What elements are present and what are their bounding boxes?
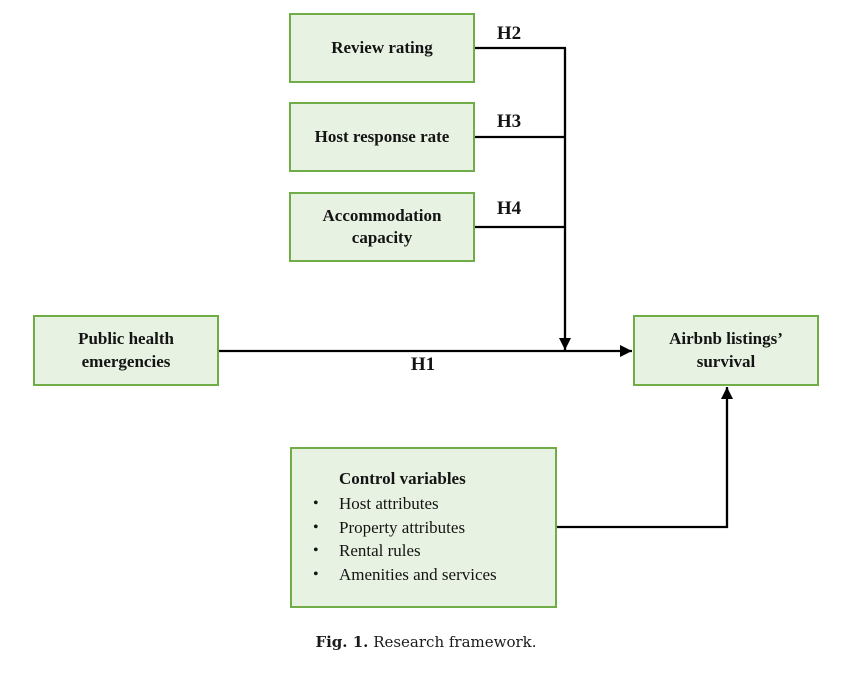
- list-item: • Property attributes: [292, 516, 555, 540]
- hypothesis-label-h1: H1: [410, 354, 436, 375]
- list-item: • Rental rules: [292, 539, 555, 563]
- bullet-icon: •: [313, 495, 319, 512]
- list-item: • Host attributes: [292, 492, 555, 516]
- box-accommodation-capacity: Accommodation capacity: [289, 192, 475, 262]
- box-public-health-emergencies: Public health emergencies: [33, 315, 219, 386]
- control-variables-item-label: Host attributes: [339, 494, 439, 513]
- bullet-icon: •: [313, 518, 319, 536]
- box-public-health-emergencies-label: Public health emergencies: [78, 329, 174, 371]
- control-variables-item-label: Amenities and services: [339, 564, 497, 584]
- hypothesis-label-h4: H4: [496, 198, 522, 219]
- box-accommodation-capacity-label: Accommodation capacity: [322, 205, 442, 247]
- control-variables-title: Control variables: [339, 469, 466, 488]
- control-variables-item-label: Rental rules: [339, 541, 421, 560]
- hypothesis-label-h2: H2: [496, 23, 522, 44]
- box-review-rating-label: Review rating: [331, 37, 433, 57]
- box-control-variables: Control variables • Host attributes • Pr…: [290, 447, 557, 608]
- figure-caption-number: Fig. 1.: [315, 633, 369, 651]
- hypothesis-label-h3: H3: [496, 111, 522, 132]
- box-airbnb-listings-survival: Airbnb listings’ survival: [633, 315, 819, 386]
- list-item: • Amenities and services: [292, 563, 555, 587]
- control-variables-item-label: Property attributes: [339, 517, 466, 537]
- figure-caption-text: Research framework.: [373, 633, 537, 651]
- box-host-response-rate-label: Host response rate: [314, 126, 450, 146]
- bullet-icon: •: [313, 565, 319, 583]
- connector-control-arrow: [557, 387, 733, 529]
- bullet-icon: •: [313, 542, 319, 559]
- box-host-response-rate: Host response rate: [289, 102, 475, 172]
- box-airbnb-listings-survival-label: Airbnb listings’ survival: [669, 329, 783, 371]
- box-review-rating: Review rating: [289, 13, 475, 83]
- figure-caption: Fig. 1. Research framework.: [0, 631, 852, 653]
